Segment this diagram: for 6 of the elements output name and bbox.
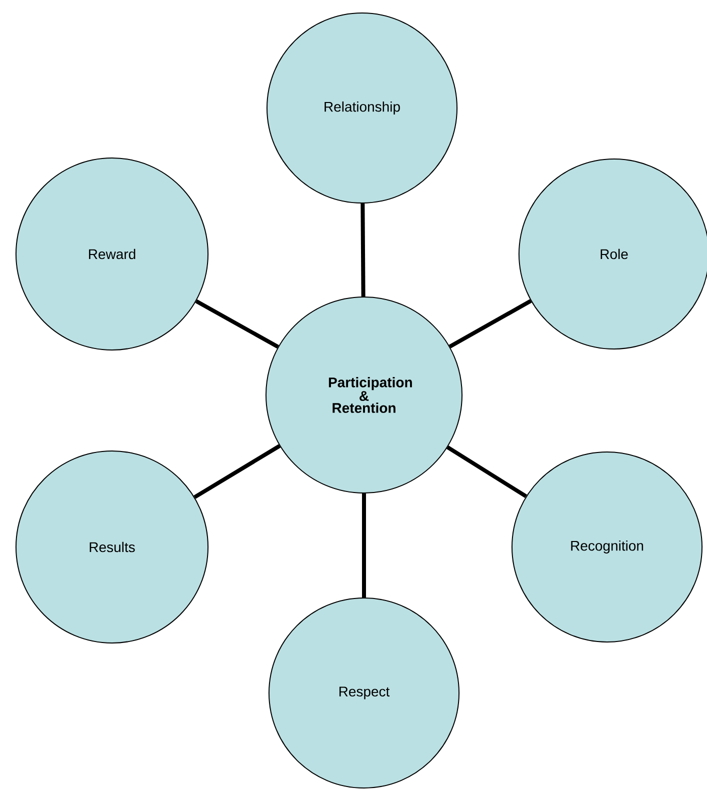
connector-line	[448, 299, 532, 348]
connector-line	[446, 446, 528, 498]
connector-line	[360, 203, 366, 297]
connector-line	[194, 444, 281, 499]
connector-line	[362, 494, 366, 598]
connector-line	[195, 299, 280, 349]
